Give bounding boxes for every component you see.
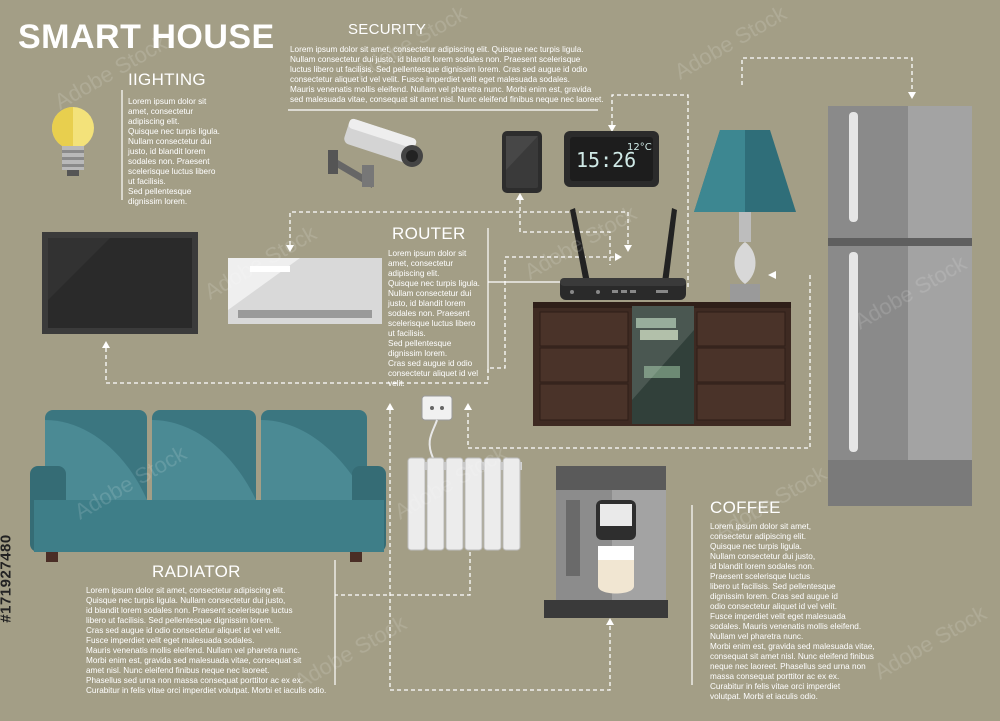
coffee-machine-icon (544, 466, 668, 618)
clock-time: 15:26 (576, 148, 636, 172)
arrow-heads (102, 92, 916, 625)
coffee-text: Lorem ipsum dolor sit amet, consectetur … (710, 522, 875, 701)
separator-lines (121, 90, 693, 685)
radiator-text: Lorem ipsum dolor sit amet, consectetur … (86, 586, 327, 695)
smartphone-icon (502, 131, 542, 193)
dresser-cabinet-icon (533, 302, 791, 426)
sofa-icon (30, 410, 386, 562)
television-icon (42, 232, 198, 334)
router-icon (560, 208, 686, 300)
radiator-heading: RADIATOR (152, 562, 241, 581)
wall-socket-icon (421, 395, 453, 459)
security-camera-icon (328, 118, 423, 188)
security-heading: SECURITY (348, 21, 427, 38)
watermark-text: Adobe Stock (870, 600, 991, 685)
air-conditioner-icon (228, 258, 382, 324)
router-heading: ROUTER (392, 224, 466, 243)
refrigerator-icon (828, 106, 972, 506)
connection-arrows (105, 57, 913, 691)
lighting-heading: IIGHTING (128, 70, 206, 89)
security-text: Lorem ipsum dolor sit amet, consectetur … (290, 45, 604, 104)
watermark-text: Adobe Stock (670, 0, 791, 84)
stock-id-label: #171927480 (0, 534, 15, 623)
lighting-text: Lorem ipsum dolor sit amet, consectetur … (128, 97, 220, 206)
clock-temperature: 12°C (627, 142, 652, 153)
page-title: SMART HOUSE (18, 18, 275, 56)
radiator-icon (407, 457, 522, 551)
table-lamp-icon (694, 130, 796, 302)
router-text: Lorem ipsum dolor sit amet, consectetur … (388, 249, 480, 388)
digital-clock-icon (564, 131, 659, 187)
coffee-heading: COFFEE (710, 498, 781, 517)
light-bulb-icon (52, 107, 94, 176)
